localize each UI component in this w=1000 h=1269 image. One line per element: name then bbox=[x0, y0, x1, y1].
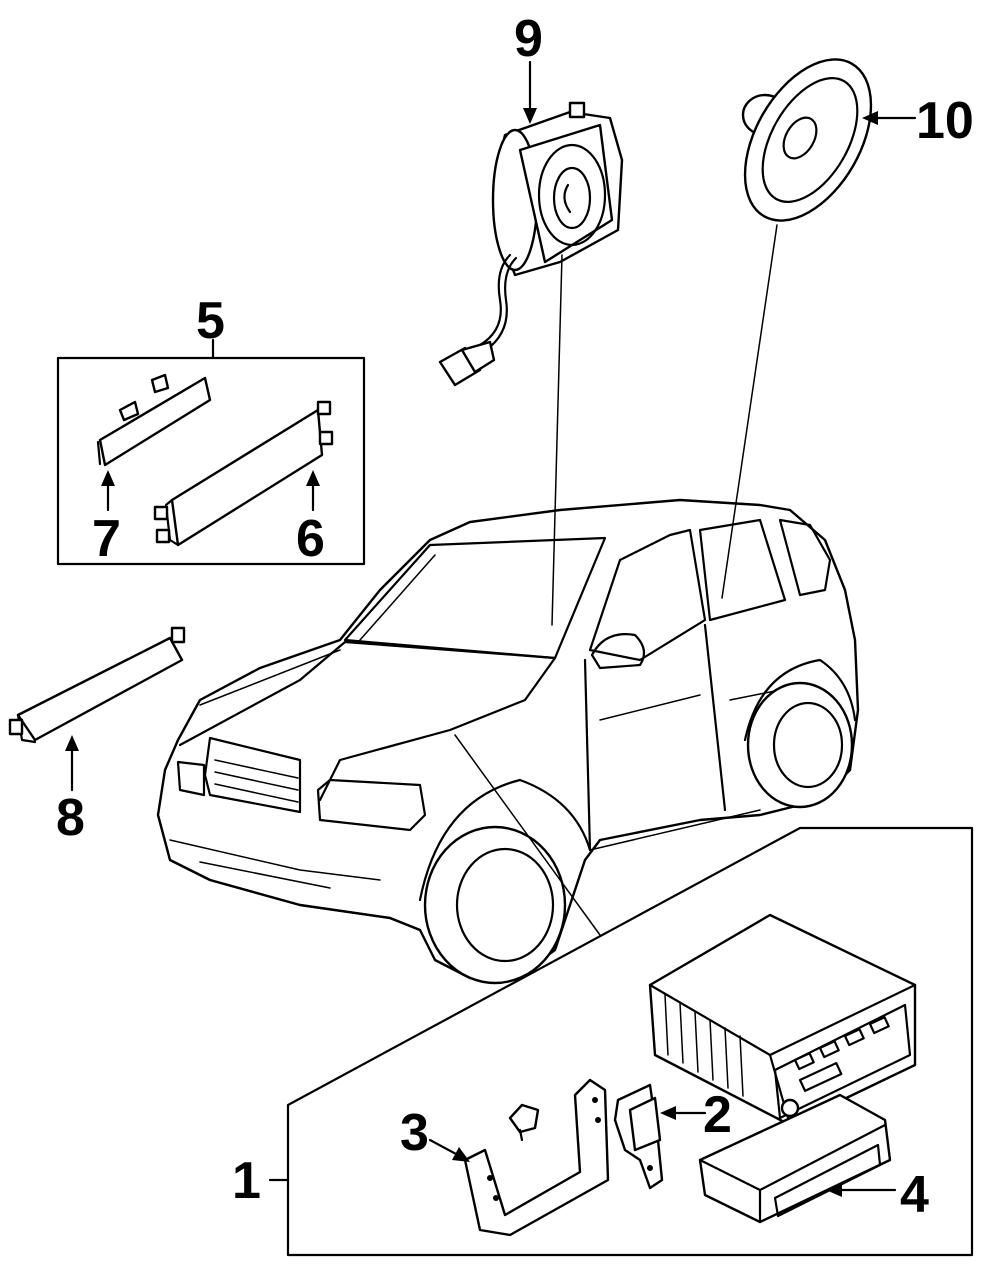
leader-speaker-9 bbox=[551, 254, 563, 626]
leader-speaker-10 bbox=[721, 224, 778, 599]
box-item-1 bbox=[286, 826, 974, 1257]
callout-5: 5 bbox=[196, 292, 225, 350]
leader-lines bbox=[65, 60, 917, 1197]
callout-4: 4 bbox=[900, 1166, 929, 1224]
bracket-3-illustration bbox=[463, 1078, 610, 1237]
module-6-illustration bbox=[153, 400, 334, 547]
speaker-10-illustration bbox=[741, 58, 873, 222]
callout-9: 9 bbox=[514, 10, 543, 68]
vehicle-illustration bbox=[156, 498, 860, 985]
callout-8: 8 bbox=[56, 789, 85, 847]
callout-10: 10 bbox=[916, 92, 974, 150]
radio-unit-illustration bbox=[648, 913, 917, 1127]
callout-6: 6 bbox=[296, 510, 325, 568]
callout-1: 1 bbox=[232, 1152, 261, 1210]
box-item-5 bbox=[56, 356, 366, 566]
speaker-9-illustration bbox=[438, 101, 624, 387]
clip-illustration bbox=[508, 1103, 540, 1142]
module-7-illustration bbox=[96, 373, 212, 467]
pocket-4-illustration bbox=[698, 1093, 892, 1224]
module-8-illustration bbox=[8, 626, 186, 744]
callout-3: 3 bbox=[400, 1104, 429, 1162]
bracket-2-illustration bbox=[613, 1083, 664, 1190]
callout-2: 2 bbox=[703, 1086, 732, 1144]
callout-7: 7 bbox=[92, 510, 121, 568]
